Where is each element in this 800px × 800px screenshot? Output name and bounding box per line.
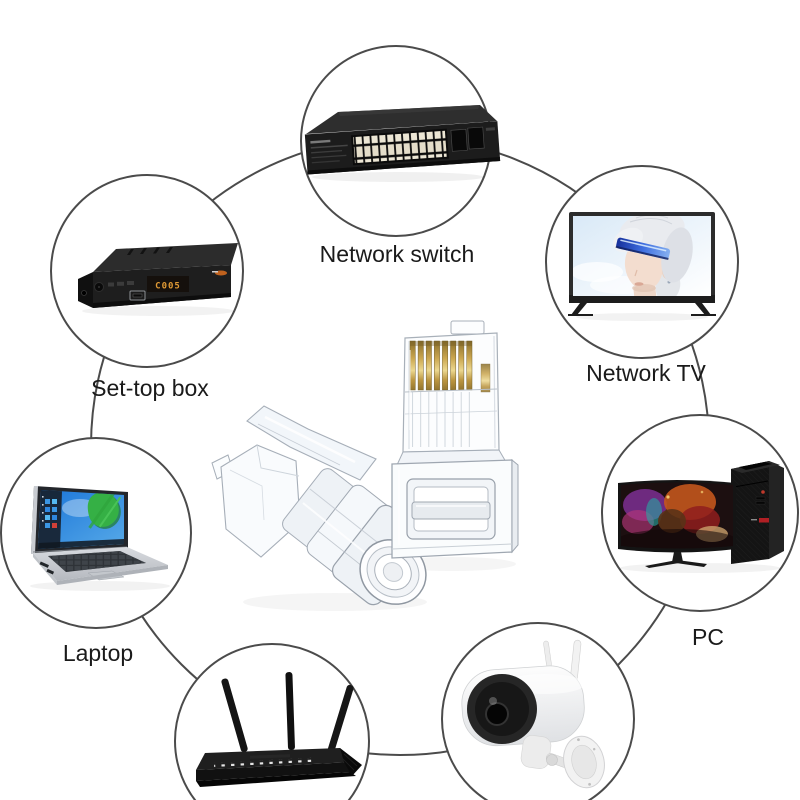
stb-side-jack [81,290,87,296]
tv-leg [571,303,587,315]
camera-ball-joint [546,754,558,766]
center-product [211,320,519,611]
camera-wall-plate [563,735,605,789]
network-tv-label: Network TV [586,360,706,386]
ip-camera-image [461,639,605,789]
pc-power-button [761,490,765,494]
laptop-label: Laptop [63,640,133,666]
router-antenna [285,672,295,751]
stb-button [117,281,124,286]
tv-shadow [576,313,708,321]
laptop-image [31,486,168,585]
pc-label: PC [692,624,724,650]
device-ip-camera [441,622,635,800]
wifi-router-image [196,672,362,787]
pc-tower-handle [739,462,772,470]
stb-button [127,281,134,285]
stb-button [108,282,114,287]
stb-shadow [82,306,234,316]
rj45-connector-plug [391,320,519,559]
tv-leg [695,303,711,315]
set-top-box-image: C005 [78,243,238,308]
pc-red-badge [759,518,769,523]
set-top-box-label: Set-top box [91,375,209,401]
pc-image [618,461,784,568]
plug-pin-channels [412,392,470,447]
rj45-strain-relief-boot [211,405,428,606]
plug-gold-pins [409,340,491,393]
router-led-row [213,757,315,767]
camera-mount-neck [520,735,552,769]
switch-sfp-port [450,128,468,152]
network-tv-image [568,212,716,316]
plug-top-tab [450,320,485,335]
tv-screen-image [573,216,693,296]
switch-rj45-ports [353,130,447,164]
tv-person-visor [615,237,671,260]
pc-monitor-screen-art [621,484,733,549]
stb-top [93,243,238,272]
device-network-tv: Network TV [545,165,739,386]
switch-shadow [312,172,484,182]
device-network-switch: Network switch [300,45,501,267]
laptop-taskbar [38,539,124,549]
device-laptop: Laptop [0,437,192,666]
router-antenna [221,678,248,753]
device-set-top-box: C005 Set-top box [50,174,244,401]
device-wifi-router [174,643,370,800]
stb-display [147,276,189,292]
device-pc: PC [601,414,799,650]
switch-brand-mark [310,139,331,144]
stb-display-digits: C005 [155,282,181,292]
plug-cavity-bar [411,501,491,520]
router-antenna [327,684,354,755]
router-front [196,762,352,781]
pc-monitor-stand [672,552,683,562]
camera-lens [485,702,509,726]
boot-tail [220,444,301,558]
pc-tower [731,461,784,564]
laptop-ports [39,561,49,568]
pc-monitor [618,480,736,568]
laptop-screen-content [38,490,124,549]
switch-sfp-port [467,126,485,150]
laptop-shadow [30,581,170,591]
network-switch-label: Network switch [320,241,475,267]
network-switch-image [304,105,501,175]
